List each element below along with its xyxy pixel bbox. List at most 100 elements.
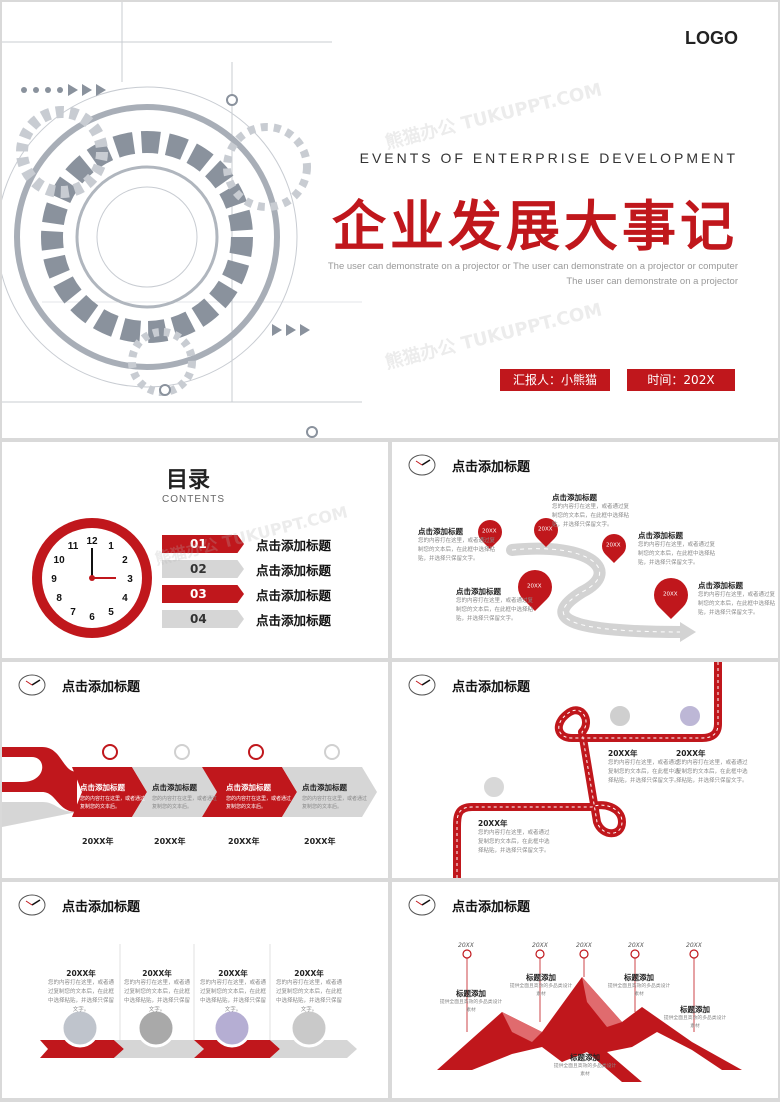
arrows-slide[interactable]: 点击添加标题 点击添加标题您的内容打在这里，或者通过复制您的文本后。20XX年点… (2, 662, 388, 878)
cover-slide[interactable]: LOGO EVENTS OF ENTERPRISE DEVELOPMENT 企业… (2, 2, 778, 438)
milestone-label: 标题添加提供全面且高效的多品类设计素材 (508, 972, 574, 999)
block-text: 您的内容打在这里，或者通过复制您的文本后，在此框中选择粘贴，并选择只保留文字。 (552, 504, 630, 528)
column-year: 20XX年 (142, 969, 172, 978)
slide-header: 点击添加标题 (406, 892, 530, 918)
block-year: 20XX年 (478, 819, 508, 828)
logo: LOGO (685, 28, 738, 48)
contents-subtitle: CONTENTS (162, 494, 225, 505)
toc-label: 点击添加标题 (256, 612, 332, 628)
cover-title: 企业发展大事记 (332, 194, 738, 258)
step-heading: 点击添加标题 (226, 783, 271, 792)
road-text-block: 点击添加标题您的内容打在这里，或者通过复制您的文本后，在此框中选择粘贴，并选择只… (456, 586, 534, 624)
cover-desc-line1: The user can demonstrate on a projector … (327, 261, 738, 272)
path-text-block: 20XX年您的内容打在这里，或者通过复制您的文本后，在此框中选择粘贴，并选择只保… (676, 748, 750, 786)
toc-item[interactable]: 02 点击添加标题 (162, 557, 382, 581)
slide-title: 点击添加标题 (62, 679, 141, 695)
clock-number: 5 (108, 607, 114, 618)
slide-title: 点击添加标题 (62, 899, 141, 915)
time-badge: 时间：202X (627, 369, 735, 391)
photos-slide[interactable]: 点击添加标题 20XX年您的内容打在这里，或者通过复制您的文本后，在此框中选择粘… (2, 882, 388, 1098)
toc-number: 04 (162, 610, 244, 628)
step-text: 您的内容打在这里，或者通过复制您的文本后。 (302, 796, 368, 810)
toc-number: 02 (162, 560, 244, 578)
label-heading: 标题添加 (456, 989, 486, 998)
column-year: 20XX年 (294, 969, 324, 978)
cover-subtitle-en: EVENTS OF ENTERPRISE DEVELOPMENT (359, 150, 738, 166)
column-text: 您的内容打在这里，或者通过复制您的文本后，在此框中选择粘贴，并选择只保留文字。 (199, 980, 266, 1013)
block-heading: 点击添加标题 (638, 531, 683, 540)
toc-label: 点击添加标题 (256, 562, 332, 578)
toc-label: 点击添加标题 (256, 537, 332, 553)
road-text-block: 点击添加标题您的内容打在这里，或者通过复制您的文本后，在此框中选择粘贴，并选择只… (698, 580, 776, 618)
path-text-block: 20XX年您的内容打在这里，或者通过复制您的文本后，在此框中选择粘贴，并选择只保… (608, 748, 682, 786)
mouse-click-icon (174, 744, 190, 760)
slide-header: 点击添加标题 (16, 892, 140, 918)
mountain-graphic (437, 949, 742, 1082)
step-year: 20XX年 (228, 837, 260, 846)
step-text: 您的内容打在这里，或者通过复制您的文本后。 (152, 796, 218, 810)
step-heading: 点击添加标题 (80, 783, 125, 792)
block-heading: 点击添加标题 (552, 493, 597, 502)
toc-number: 03 (162, 585, 244, 603)
contents-title: 目录 (166, 468, 211, 493)
photo-column: 20XX年您的内容打在这里，或者通过复制您的文本后，在此框中选择粘贴，并选择只保… (46, 968, 116, 1015)
arrow-flow (2, 747, 377, 827)
milestone-year: 20XX (532, 942, 548, 949)
toc-list: 01 点击添加标题 02 点击添加标题 03 点击添加标题 04 点击添加标题 (162, 532, 382, 632)
road-text-block: 点击添加标题您的内容打在这里，或者通过复制您的文本后，在此框中选择粘贴，并选择只… (638, 530, 716, 568)
clock-number: 11 (68, 541, 79, 552)
photo-column: 20XX年您的内容打在这里，或者通过复制您的文本后，在此框中选择粘贴，并选择只保… (198, 968, 268, 1015)
milestone-year: 20XX (686, 942, 702, 949)
clock-icon (18, 674, 46, 696)
label-text: 提供全面且高效的多品类设计素材 (509, 984, 573, 997)
path-slide[interactable]: 点击添加标题 20XX年您的内容打在这里，或者通过复制您的文本后，在此框中选择粘… (392, 662, 778, 878)
block-text: 您的内容打在这里，或者通过复制您的文本后，在此框中选择粘贴，并选择只保留文字。 (478, 830, 550, 854)
milestone-year: 20XX (576, 942, 592, 949)
milestone-label: 标题添加提供全面且高效的多品类设计素材 (606, 972, 672, 999)
clock-number: 1 (108, 541, 114, 552)
block-heading: 点击添加标题 (698, 581, 743, 590)
road-text-block: 点击添加标题您的内容打在这里，或者通过复制您的文本后，在此框中选择粘贴，并选择只… (552, 492, 630, 530)
step-text: 您的内容打在这里，或者通过复制您的文本后。 (226, 796, 292, 810)
cover-desc-line2: The user can demonstrate on a projector (566, 276, 738, 287)
toc-item[interactable]: 03 点击添加标题 (162, 582, 382, 606)
pin-label: 20XX (606, 542, 621, 549)
photo-ribbon (40, 944, 357, 1058)
clock-number: 3 (127, 574, 133, 585)
step-heading: 点击添加标题 (152, 783, 197, 792)
milestone-label: 标题添加提供全面且高效的多品类设计素材 (662, 1004, 728, 1031)
photo-column: 20XX年您的内容打在这里，或者通过复制您的文本后，在此框中选择粘贴，并选择只保… (122, 968, 192, 1015)
column-text: 您的内容打在这里，或者通过复制您的文本后，在此框中选择粘贴，并选择只保留文字。 (275, 980, 342, 1013)
slide-title: 点击添加标题 (452, 459, 531, 475)
clock-number: 9 (51, 574, 57, 585)
toc-number: 01 (162, 535, 244, 553)
slide-header: 点击添加标题 (16, 672, 140, 698)
gear-decoration (2, 2, 362, 438)
label-text: 提供全面且高效的多品类设计素材 (553, 1064, 617, 1077)
clock-number: 6 (89, 612, 95, 623)
path-text-block: 20XX年您的内容打在这里，或者通过复制您的文本后，在此框中选择粘贴，并选择只保… (478, 818, 552, 856)
block-text: 您的内容打在这里，或者通过复制您的文本后，在此框中选择粘贴，并选择只保留文字。 (698, 592, 776, 616)
mouse-click-icon (324, 744, 340, 760)
clock-number: 12 (86, 536, 98, 547)
label-heading: 标题添加 (570, 1053, 600, 1062)
block-heading: 点击添加标题 (418, 527, 463, 536)
toc-label: 点击添加标题 (256, 587, 332, 603)
block-text: 您的内容打在这里，或者通过复制您的文本后，在此框中选择粘贴，并选择只保留文字。 (456, 598, 534, 622)
reporter-badge: 汇报人：小熊猫 (500, 369, 610, 391)
mouse-click-icon (248, 744, 264, 760)
toc-item[interactable]: 04 点击添加标题 (162, 607, 382, 631)
toc-item[interactable]: 01 点击添加标题 (162, 532, 382, 556)
column-year: 20XX年 (66, 969, 96, 978)
mouse-click-icon (102, 744, 118, 760)
label-text: 提供全面且高效的多品类设计素材 (439, 1000, 503, 1013)
pin-label: 20XX (663, 591, 678, 598)
winding-path (453, 662, 722, 878)
label-text: 提供全面且高效的多品类设计素材 (663, 1016, 727, 1029)
clock-icon (408, 454, 436, 476)
column-text: 您的内容打在这里，或者通过复制您的文本后，在此框中选择粘贴，并选择只保留文字。 (123, 980, 190, 1013)
